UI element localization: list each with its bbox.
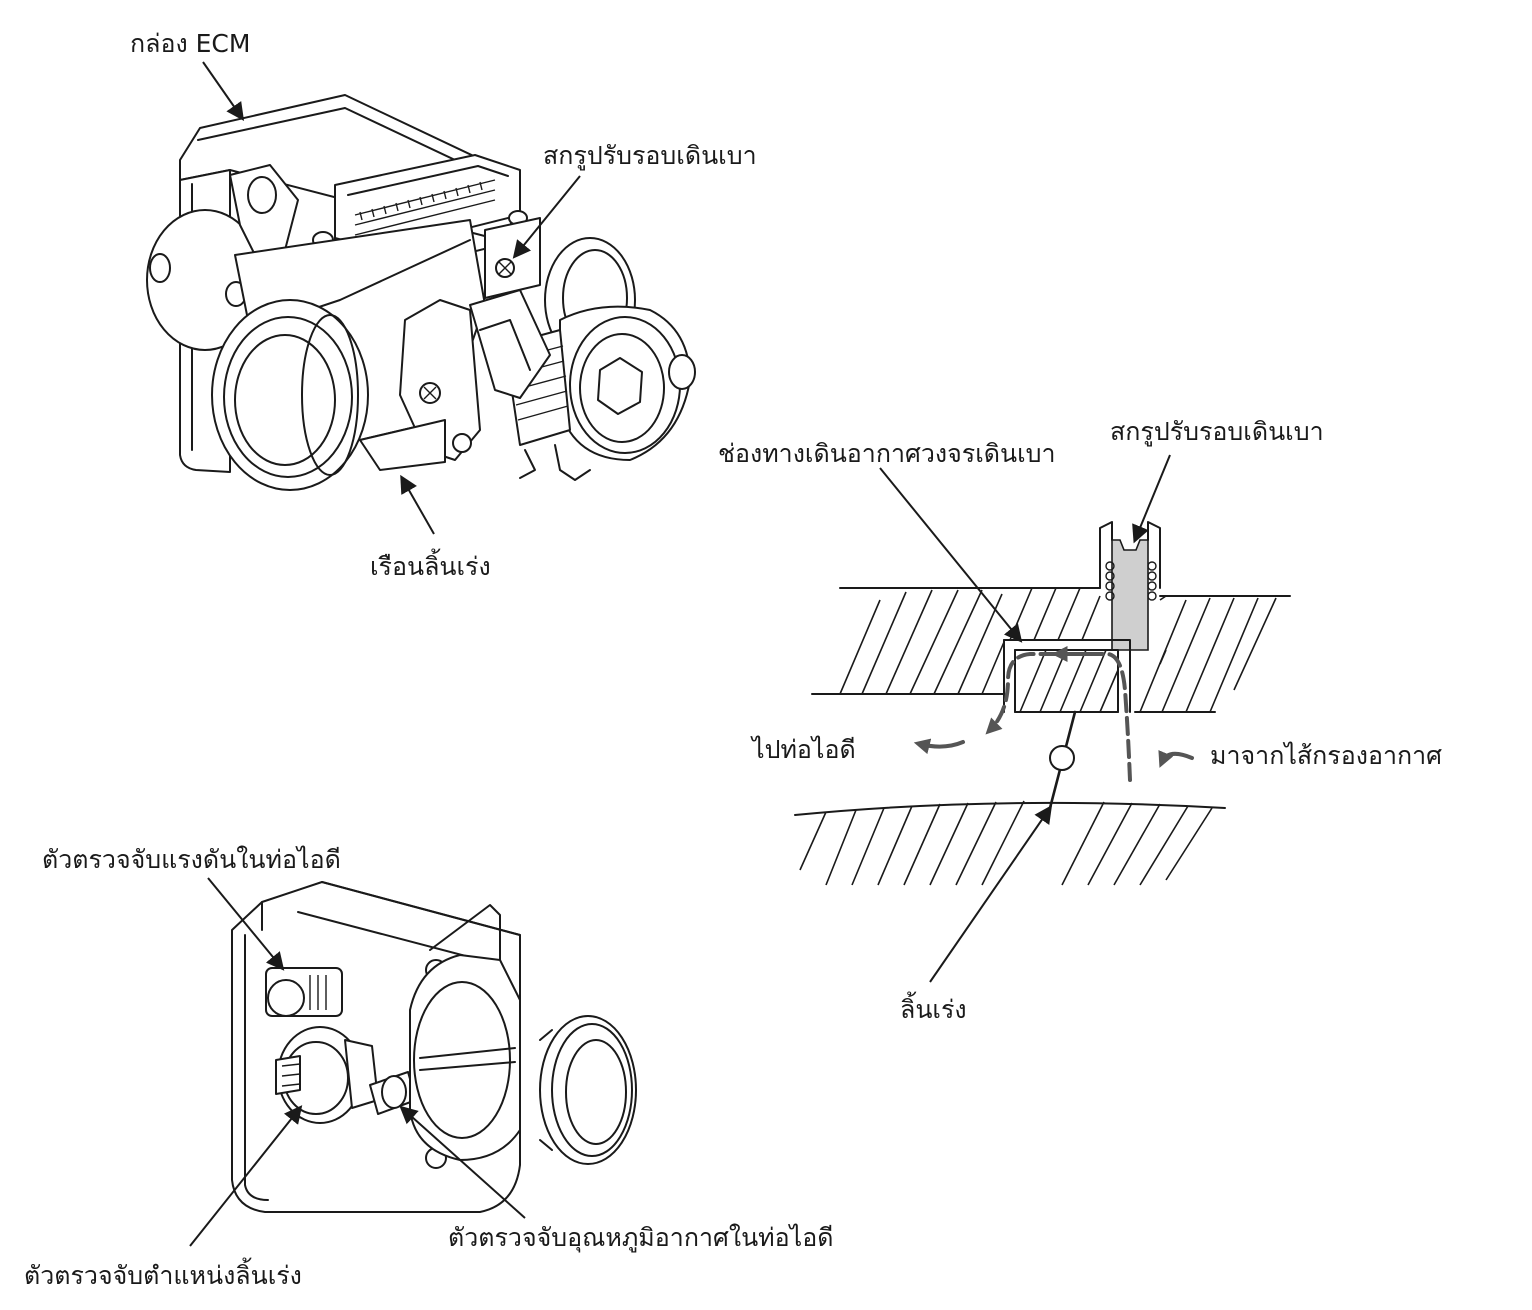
leader-ecm — [202, 61, 245, 121]
label-throttle-body: เรือนลิ้นเร่ง — [370, 548, 491, 581]
sensors-view-illustration — [231, 881, 637, 1213]
idle-screw-shading — [1111, 539, 1149, 651]
label-tps-sensor: ตัวตรวจจับตำแหน่งลิ้นเร่ง — [24, 1257, 302, 1290]
airflow-path — [985, 652, 1132, 782]
label-to-intake: ไปท่อไอดี — [750, 735, 856, 764]
leader-map-sensor — [207, 877, 285, 971]
leader-bypass-passage — [879, 467, 1023, 643]
label-ecm-box: กล่อง ECM — [130, 29, 250, 58]
idle-air-section-illustration — [794, 521, 1291, 886]
leader-iat-sensor — [399, 1105, 526, 1219]
label-map-sensor: ตัวตรวจจับแรงดันในท่อไอดี — [42, 845, 341, 874]
leader-idle-screw-right — [1132, 454, 1171, 544]
label-idle-screw-top: สกรูปรับรอบเดินเบา — [543, 141, 757, 171]
flow-arrow-out — [913, 738, 965, 755]
throttle-body-top-illustration — [146, 94, 696, 491]
leader-throttle-body — [400, 474, 435, 535]
label-bypass-passage: ช่องทางเดินอากาศวงจรเดินเบา — [718, 439, 1056, 468]
leader-idle-screw-top — [512, 175, 581, 259]
leader-throttle-valve — [929, 805, 1053, 983]
label-throttle-valve: ลิ้นเร่ง — [900, 991, 967, 1024]
label-idle-screw-right: สกรูปรับรอบเดินเบา — [1110, 417, 1324, 447]
label-iat-sensor: ตัวตรวจจับอุณหภูมิอากาศในท่อไอดี — [448, 1223, 834, 1253]
flow-arrow-in — [1158, 750, 1194, 768]
leader-tps-sensor — [189, 1105, 303, 1247]
label-from-air-filter: มาจากไส้กรองอากาศ — [1210, 741, 1442, 770]
